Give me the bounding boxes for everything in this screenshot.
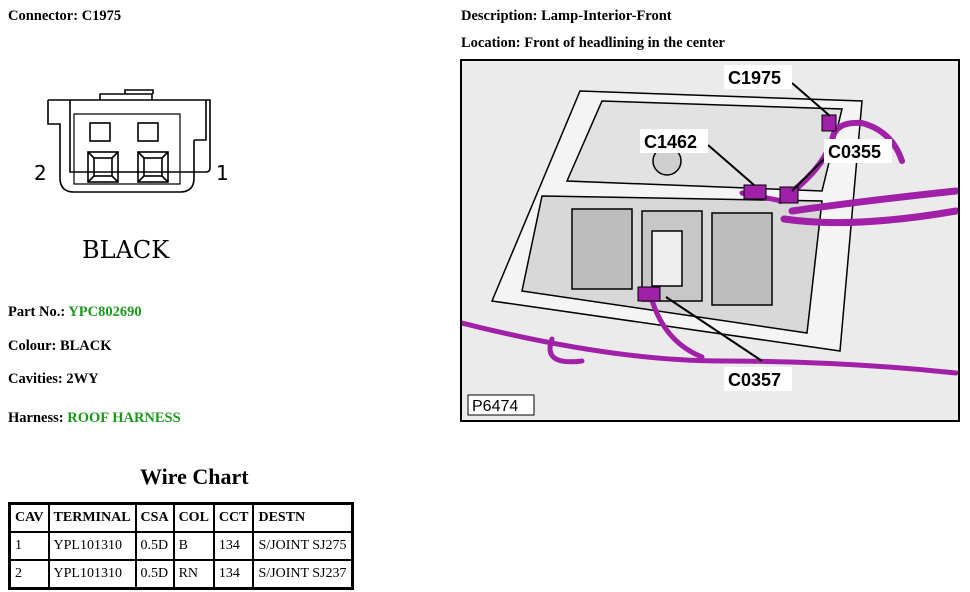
header-destn: DESTN	[252, 502, 354, 533]
cell-col: B	[172, 531, 215, 561]
header-csa: CSA	[134, 502, 175, 533]
cell-destn: S/JOINT SJ237	[252, 559, 354, 590]
cavities-label: Cavities:	[8, 371, 63, 387]
cavities-value: 2WY	[66, 371, 99, 387]
colour-value: BLACK	[59, 338, 112, 354]
callout-c1975: C1975	[728, 68, 781, 88]
description-line: Description: Lamp-Interior-Front	[461, 8, 672, 25]
wire-chart-title: Wire Chart	[140, 464, 249, 489]
connector-face-diagram: 2 1 BLACK	[34, 89, 229, 264]
cell-csa: 0.5D	[134, 559, 175, 590]
connector-heading: Connector: C1975	[8, 8, 121, 25]
location-illustration: C1975 C1462 C0355 C0357 P6474	[460, 59, 960, 422]
colour-line: Colour: BLACK	[8, 338, 112, 355]
connector-color-caption: BLACK	[82, 236, 170, 264]
harness-link[interactable]: ROOF HARNESS	[67, 410, 181, 426]
header-col: COL	[172, 502, 215, 533]
part-no-label: Part No.:	[8, 304, 66, 320]
cell-cct: 134	[212, 559, 255, 590]
header-cav: CAV	[8, 502, 50, 533]
header-cct: CCT	[212, 502, 255, 533]
connector-value: C1975	[81, 8, 122, 24]
lamp-assembly-drawing: C1975 C1462 C0355 C0357 P6474	[462, 65, 958, 416]
callout-c0357: C0357	[728, 370, 781, 390]
description-label: Description:	[461, 8, 538, 24]
location-value: Front of headlining in the center	[524, 35, 725, 51]
harness-label: Harness:	[8, 410, 64, 426]
figure-image-id: P6474	[472, 398, 518, 415]
pin-2-number: 2	[34, 161, 47, 185]
location-label: Location:	[461, 35, 521, 51]
pin-1-number: 1	[216, 161, 229, 185]
description-value: Lamp-Interior-Front	[541, 8, 672, 24]
connector-label: Connector:	[8, 8, 79, 24]
cell-cav: 1	[8, 531, 50, 561]
harness-line: Harness: ROOF HARNESS	[8, 410, 181, 427]
table-header-row: CAV TERMINAL CSA COL CCT DESTN	[8, 502, 354, 533]
part-no-line: Part No.: YPC802690	[8, 304, 142, 321]
callout-c1462: C1462	[644, 132, 697, 152]
cell-destn: S/JOINT SJ275	[252, 531, 354, 561]
table-row: 1 YPL101310 0.5D B 134 S/JOINT SJ275	[8, 531, 354, 561]
cell-csa: 0.5D	[134, 531, 175, 561]
wire-chart-table: CAV TERMINAL CSA COL CCT DESTN 1 YPL1013…	[8, 502, 354, 590]
table-row: 2 YPL101310 0.5D RN 134 S/JOINT SJ237	[8, 559, 354, 590]
cell-col: RN	[172, 559, 215, 590]
colour-label: Colour:	[8, 338, 57, 354]
cavities-line: Cavities: 2WY	[8, 371, 99, 388]
header-terminal: TERMINAL	[47, 502, 137, 533]
location-line: Location: Front of headlining in the cen…	[461, 35, 725, 52]
cell-cct: 134	[212, 531, 255, 561]
callout-c0355: C0355	[828, 142, 881, 162]
part-no-link[interactable]: YPC802690	[68, 304, 142, 320]
cell-cav: 2	[8, 559, 50, 590]
cell-terminal: YPL101310	[47, 559, 137, 590]
cell-terminal: YPL101310	[47, 531, 137, 561]
